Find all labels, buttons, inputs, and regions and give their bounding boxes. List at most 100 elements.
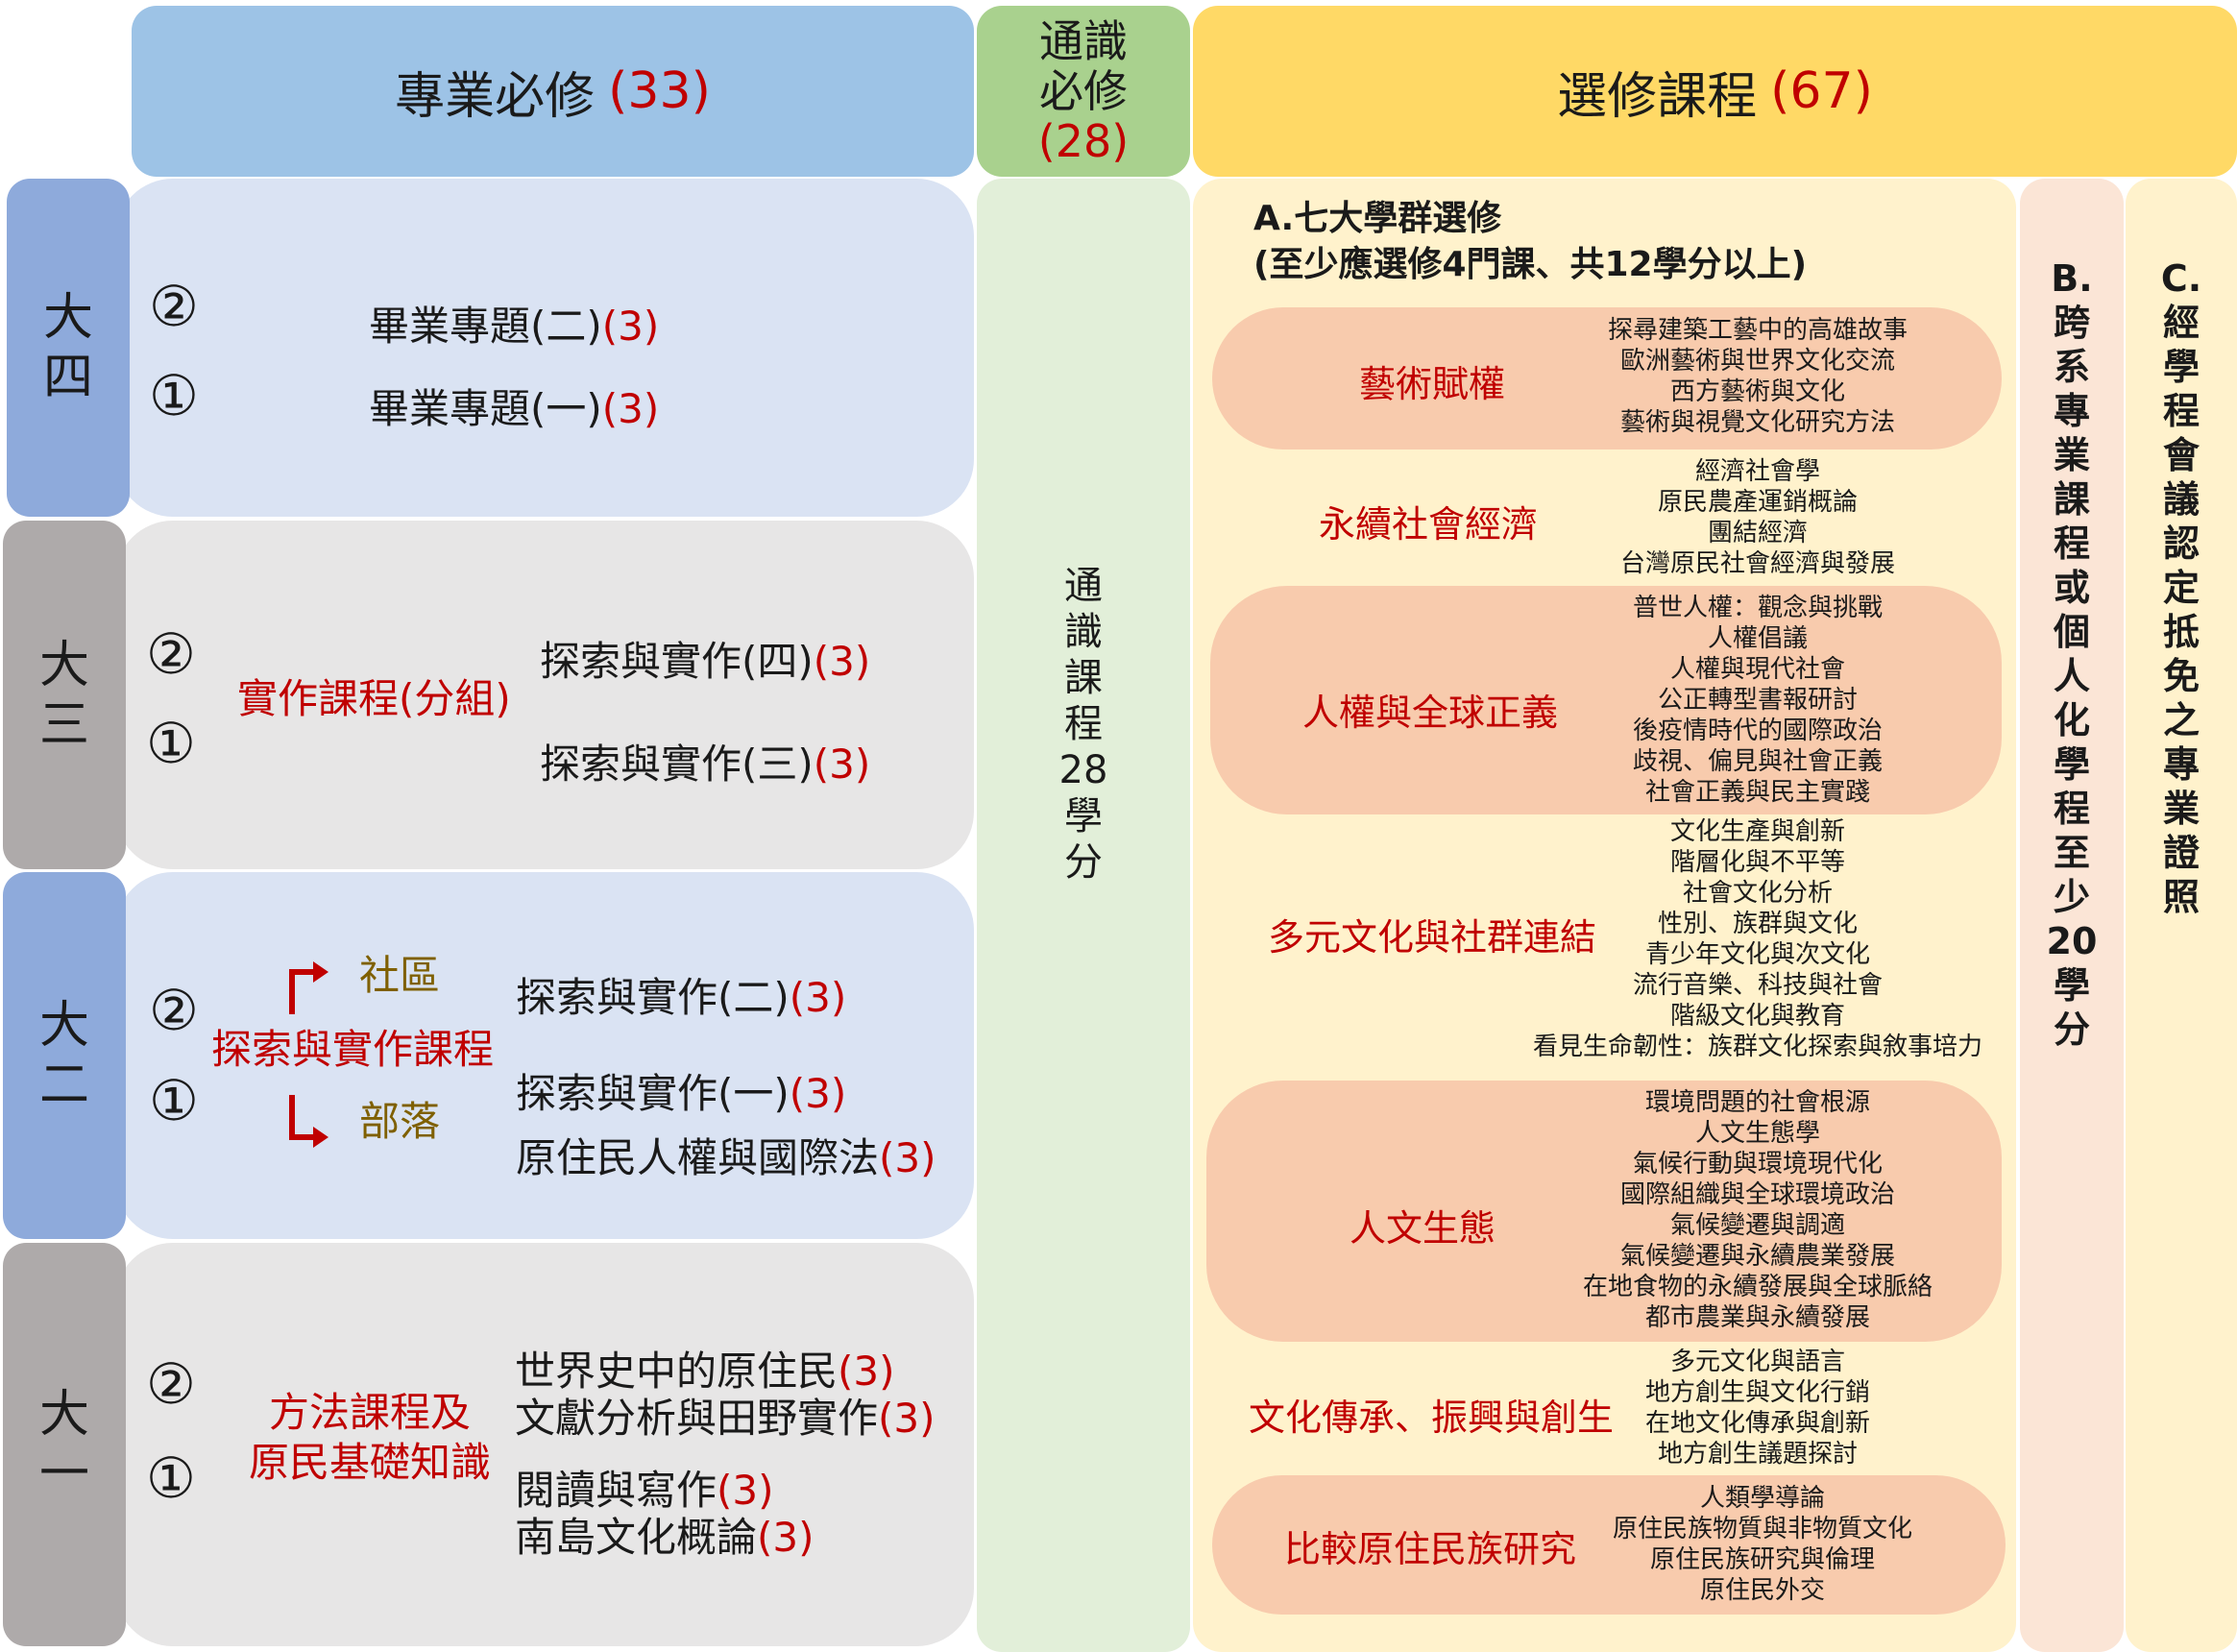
group-course: 公正轉型書報研討 <box>1657 686 1858 715</box>
group-course: 階級文化與教育 <box>1669 1002 1845 1031</box>
section-b-char: 學 <box>2053 964 2090 1007</box>
general-required-credits: (28) <box>1037 115 1130 167</box>
group-course: 原住民族物質與非物質文化 <box>1612 1515 1912 1543</box>
course-capstone-2: 畢業專題(二)(3) <box>369 294 659 352</box>
major-required-label: 專業必修 <box>395 67 596 126</box>
group-name: 藝術賦權 <box>1359 363 1506 405</box>
year4-semester2-marker: ② <box>149 274 199 339</box>
section-b-char: B. <box>2051 257 2093 300</box>
section-b-char: 化 <box>2053 699 2090 741</box>
year2-panel <box>115 872 974 1239</box>
group-course-list: 探尋建築工藝中的高雄故事 歐洲藝術與世界文化交流 西方藝術與文化 藝術與視覺文化… <box>1566 315 1950 438</box>
group-course: 原住民族研究與倫理 <box>1649 1545 1875 1574</box>
course-credits: (3) <box>813 638 871 685</box>
course-credits: (3) <box>757 1514 815 1561</box>
year3-label: 大 三 <box>3 521 126 869</box>
section-c-char: 之 <box>2162 699 2200 741</box>
group-course: 藝術與視覺文化研究方法 <box>1619 408 1895 437</box>
general-ed-char: 28 <box>1058 748 1108 792</box>
general-ed-char: 通 <box>1064 564 1103 608</box>
course-explore-4: 探索與實作(四)(3) <box>540 629 870 688</box>
branch-down-arrow-icon <box>289 1095 328 1148</box>
year3-semester1-marker: ① <box>146 711 196 776</box>
section-b-char: 或 <box>2053 567 2090 609</box>
section-b-char: 系 <box>2053 346 2090 388</box>
year1-semester1-marker: ① <box>146 1446 196 1511</box>
year1-panel <box>115 1243 974 1646</box>
group-course: 人權與現代社會 <box>1669 655 1845 684</box>
year3-panel <box>115 521 974 869</box>
course-name: 世界史中的原住民 <box>515 1348 839 1395</box>
group-name: 人權與全球正義 <box>1302 692 1559 734</box>
section-c-text: C. 經 學 程 會 議 認 定 抵 免 之 專 業 證 照 <box>2126 256 2237 919</box>
group-course: 歐洲藝術與世界文化交流 <box>1619 347 1895 376</box>
group-course: 在地文化傳承與創新 <box>1644 1409 1870 1438</box>
section-c-char: 專 <box>2162 743 2200 786</box>
section-b-char: 人 <box>2053 655 2090 697</box>
section-a-title: A.七大學群選修 <box>1253 199 1502 238</box>
group-course: 社會正義與民主實踐 <box>1644 778 1870 807</box>
section-b-char: 專 <box>2053 390 2090 432</box>
group-course-list: 普世人權：觀念與挑戰 人權倡議 人權與現代社會 公正轉型書報研討 後疫情時代的國… <box>1566 593 1950 808</box>
group-course: 社會文化分析 <box>1682 879 1833 908</box>
major-required-credits: (33) <box>608 62 711 120</box>
section-b-char: 跨 <box>2053 302 2090 344</box>
elective-label: 選修課程 <box>1557 67 1758 126</box>
year1-label-char1: 大 <box>38 1386 89 1444</box>
general-required-line1: 通識 <box>1039 15 1128 67</box>
year3-semester2-marker: ② <box>146 621 196 687</box>
general-required-line2: 必修 <box>1039 65 1128 117</box>
course-name: 探索與實作(四) <box>540 638 814 685</box>
group-course: 探尋建築工藝中的高雄故事 <box>1607 316 1908 345</box>
group-pill <box>1212 307 2002 449</box>
group-course: 原住民外交 <box>1699 1576 1825 1605</box>
general-ed-char: 學 <box>1064 794 1103 838</box>
group-course: 團結經濟 <box>1707 519 1808 547</box>
group-course-list: 環境問題的社會根源 人文生態學 氣候行動與環境現代化 國際組織與全球環境政治 氣… <box>1556 1087 1959 1333</box>
year2-label-char2: 二 <box>38 1057 89 1114</box>
course-credits: (3) <box>789 974 847 1021</box>
year4-label: 大 四 <box>7 179 130 517</box>
section-b-char: 少 <box>2053 876 2090 918</box>
course-name: 探索與實作(三) <box>540 741 814 788</box>
year2-category: 探索與實作課程 <box>211 1026 495 1073</box>
course-credits: (3) <box>878 1395 936 1442</box>
course-name: 閱讀與寫作 <box>515 1467 717 1514</box>
section-c-char: 證 <box>2162 832 2200 874</box>
year3-label-char2: 三 <box>38 695 89 754</box>
section-c-char: 業 <box>2162 788 2200 830</box>
section-c-char: 會 <box>2162 434 2200 476</box>
group-name: 多元文化與社群連結 <box>1268 916 1597 959</box>
group-course-list: 文化生產與創新 階層化與不平等 社會文化分析 性別、族群與文化 青少年文化與次文… <box>1498 816 2017 1062</box>
section-a-subtitle: (至少應選修4門課、共12學分以上) <box>1253 245 1808 284</box>
group-course: 地方創生議題探討 <box>1657 1440 1858 1469</box>
year4-panel <box>115 179 974 517</box>
course-name: 南島文化概論 <box>515 1514 758 1561</box>
general-ed-text: 通 識 課 程 28 學 分 <box>977 563 1190 886</box>
course-name: 探索與實作(一) <box>516 1070 790 1117</box>
section-c-column <box>2126 179 2237 1652</box>
course-credits: (3) <box>789 1070 847 1117</box>
section-c-char: 定 <box>2162 567 2200 609</box>
group-course: 階層化與不平等 <box>1669 848 1845 877</box>
group-course-list: 人類學導論 原住民族物質與非物質文化 原住民族研究與倫理 原住民外交 <box>1575 1483 1950 1606</box>
year2-semester1-marker: ① <box>149 1068 199 1133</box>
course-explore-3: 探索與實作(三)(3) <box>540 732 870 790</box>
branch-community-label: 社區 <box>359 952 441 999</box>
group-name: 永續社會經濟 <box>1319 503 1539 546</box>
course-name: 畢業專題(二) <box>369 303 602 350</box>
group-pill <box>1206 1081 2002 1342</box>
group-course: 台灣原民社會經濟與發展 <box>1619 549 1895 578</box>
section-c-char: 學 <box>2162 346 2200 388</box>
group-course: 環境問題的社會根源 <box>1644 1088 1870 1117</box>
year1-semester2-marker: ② <box>146 1351 196 1417</box>
year1-label: 大 一 <box>3 1243 126 1646</box>
group-course: 多元文化與語言 <box>1669 1348 1845 1376</box>
group-course: 原民農產運銷概論 <box>1657 488 1858 517</box>
group-name: 文化傳承、振興與創生 <box>1249 1397 1615 1439</box>
group-name: 比較原住民族研究 <box>1284 1528 1577 1570</box>
year2-label-char1: 大 <box>38 997 89 1055</box>
branch-up-arrow-icon <box>289 961 328 1014</box>
year1-label-char2: 一 <box>38 1446 89 1503</box>
group-course-list: 多元文化與語言 地方創生與文化行銷 在地文化傳承與創新 地方創生議題探討 <box>1566 1347 1950 1470</box>
